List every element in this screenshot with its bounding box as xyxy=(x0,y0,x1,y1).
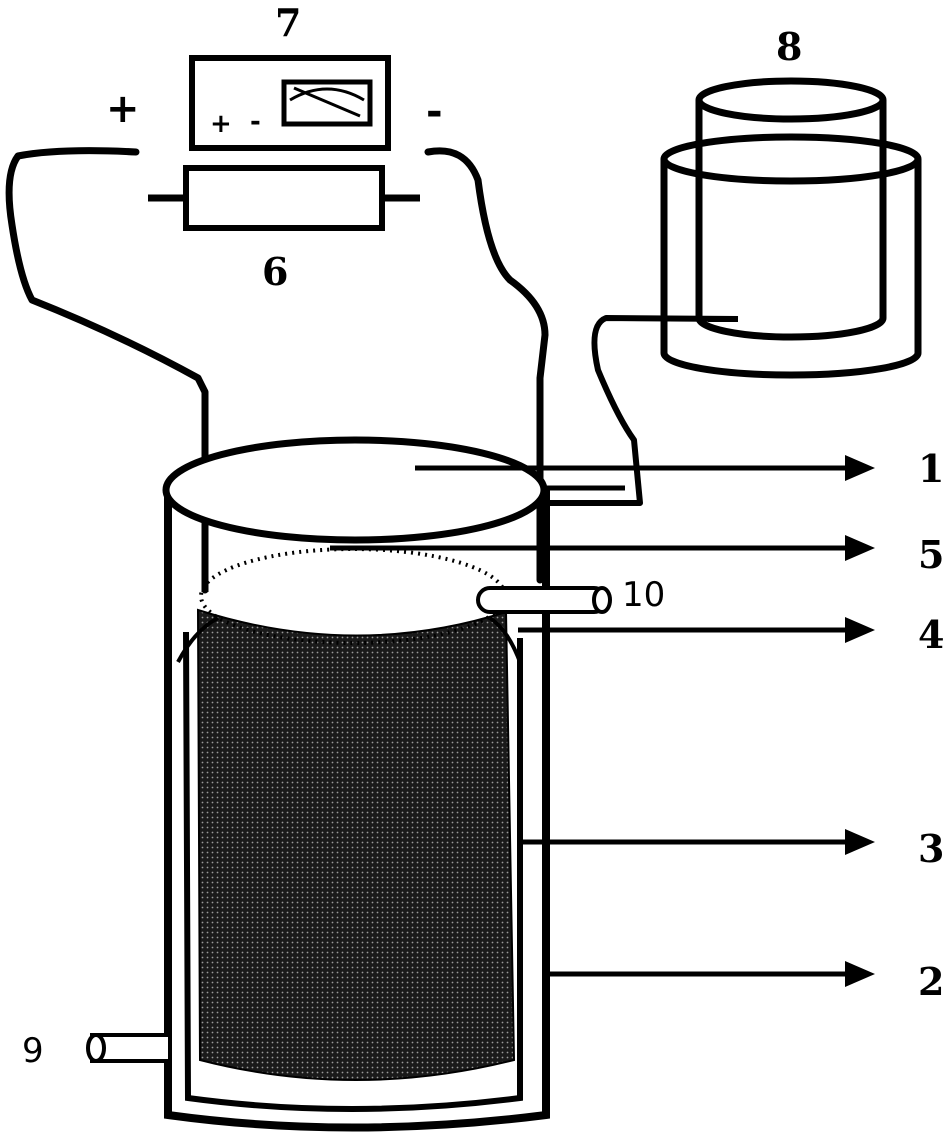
vessel-lid-1 xyxy=(162,436,548,544)
positive-wire xyxy=(5,147,209,594)
label-8: 8 xyxy=(776,24,802,69)
outlet-9 xyxy=(86,1033,172,1063)
label-3: 3 xyxy=(918,826,944,871)
label-4: 4 xyxy=(918,612,944,657)
meter-minus-terminal: - xyxy=(250,107,261,137)
label-7: 7 xyxy=(275,0,301,45)
label-2: 2 xyxy=(918,959,944,1004)
meter-7: + - xyxy=(189,55,391,151)
label-minus: - xyxy=(426,89,443,135)
resistor-6 xyxy=(148,165,420,231)
label-plus: + xyxy=(106,86,140,132)
inner-vessel xyxy=(183,631,523,1112)
meter-plus-terminal: + xyxy=(210,109,232,139)
label-9: 9 xyxy=(22,1031,44,1071)
label-5: 5 xyxy=(918,532,944,577)
label-6: 6 xyxy=(262,249,288,294)
label-10: 10 xyxy=(622,575,665,615)
electrode-4 xyxy=(196,608,516,1081)
outlet-10 xyxy=(476,586,612,614)
outer-vessel xyxy=(164,490,550,1132)
negative-wire xyxy=(424,147,549,584)
feed-tube xyxy=(520,315,739,506)
label-1: 1 xyxy=(918,446,944,491)
reservoir-8 xyxy=(660,77,922,379)
leader-lines xyxy=(330,455,875,987)
